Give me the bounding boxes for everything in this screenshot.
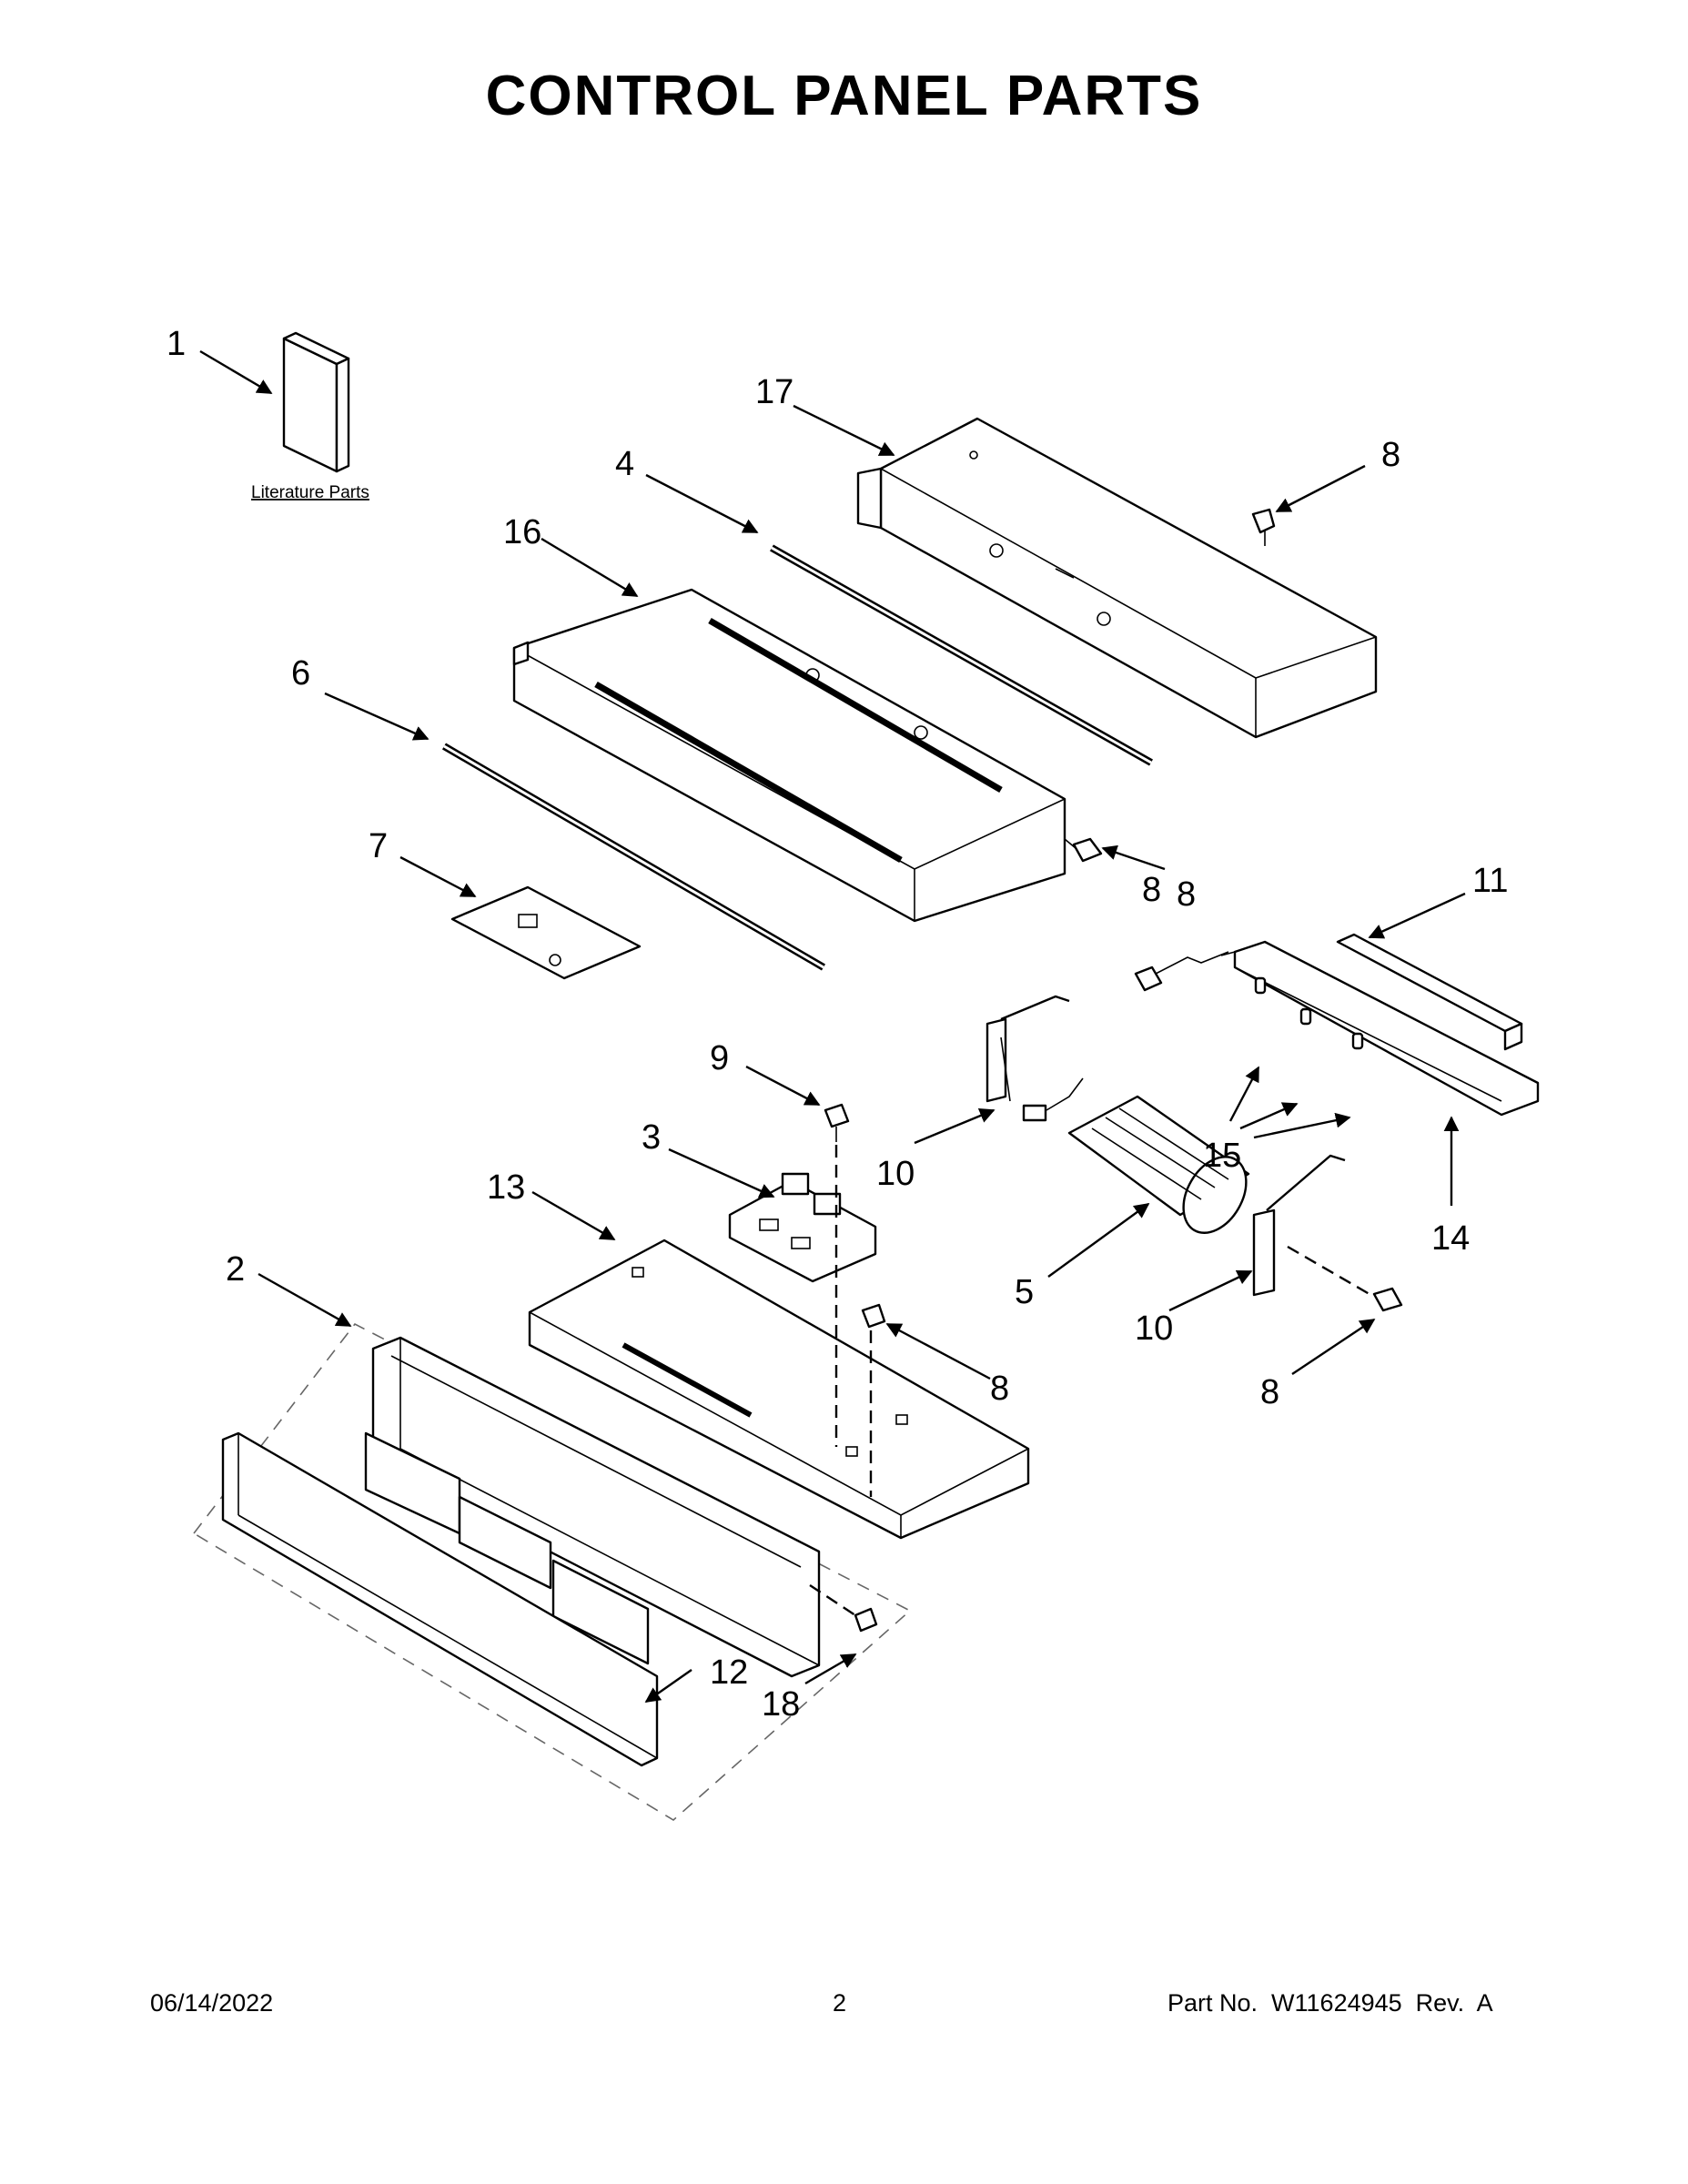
part-11-strip xyxy=(1336,933,1523,1051)
callout-18: 18 xyxy=(762,1685,800,1724)
literature-booklet xyxy=(282,331,350,473)
callout-14: 14 xyxy=(1431,1219,1470,1258)
part-8-screw xyxy=(1134,951,1229,992)
part-3-control-board xyxy=(728,1172,877,1283)
callout-3: 3 xyxy=(642,1118,661,1157)
part-10-bracket-left xyxy=(986,995,1070,1103)
callout-4: 4 xyxy=(615,445,634,483)
assembly-line xyxy=(1287,1245,1375,1299)
part-13-base-plate xyxy=(528,1239,1030,1540)
callout-10: 10 xyxy=(876,1155,915,1193)
callout-15: 15 xyxy=(1203,1137,1241,1175)
callout-8: 8 xyxy=(1260,1373,1279,1411)
footer-part-number: Part No. W11624945 Rev. A xyxy=(1167,1989,1493,2017)
callout-8: 8 xyxy=(1177,875,1196,914)
callout-1: 1 xyxy=(167,325,186,363)
part-18-screw xyxy=(854,1607,878,1633)
callout-6: 6 xyxy=(291,654,310,693)
part-5-blower-motor xyxy=(1022,1077,1250,1234)
callout-5: 5 xyxy=(1015,1273,1034,1311)
part-8-screw xyxy=(1251,508,1276,546)
assembly-line xyxy=(809,1583,856,1617)
page-title: CONTROL PANEL PARTS xyxy=(485,65,1203,127)
callout-8: 8 xyxy=(1381,436,1400,474)
part-8-screw xyxy=(1372,1287,1403,1312)
footer-date: 06/14/2022 xyxy=(150,1989,274,2017)
literature-parts-label: Literature Parts xyxy=(251,483,369,502)
part-2-keypad xyxy=(364,1431,650,1665)
callout-11: 11 xyxy=(1472,862,1508,900)
callout-9: 9 xyxy=(710,1039,729,1077)
part-17-top-cover xyxy=(856,417,1378,739)
part-8-screw xyxy=(861,1303,886,1329)
part-7-plate xyxy=(450,885,642,980)
callout-8: 8 xyxy=(1142,871,1161,909)
callout-13: 13 xyxy=(487,1168,525,1207)
callout-17: 17 xyxy=(755,373,793,411)
callout-2: 2 xyxy=(226,1250,245,1289)
part-2-assembly-outline xyxy=(192,1322,912,1821)
callout-16: 16 xyxy=(503,513,541,551)
part-9-screw xyxy=(824,1103,850,1142)
part-8-screw xyxy=(1064,837,1103,863)
part-16-control-housing xyxy=(512,588,1066,923)
part-10-bracket-right xyxy=(1252,1154,1346,1297)
part-12-front-trim xyxy=(221,1431,659,1767)
footer-page-number: 2 xyxy=(833,1989,847,2017)
part-14-bracket xyxy=(1220,940,1540,1117)
part-15-screws xyxy=(1254,976,1364,1050)
callout-7: 7 xyxy=(369,827,388,865)
callout-8: 8 xyxy=(990,1370,1009,1408)
callout-12: 12 xyxy=(710,1653,748,1692)
callout-10: 10 xyxy=(1135,1309,1173,1348)
